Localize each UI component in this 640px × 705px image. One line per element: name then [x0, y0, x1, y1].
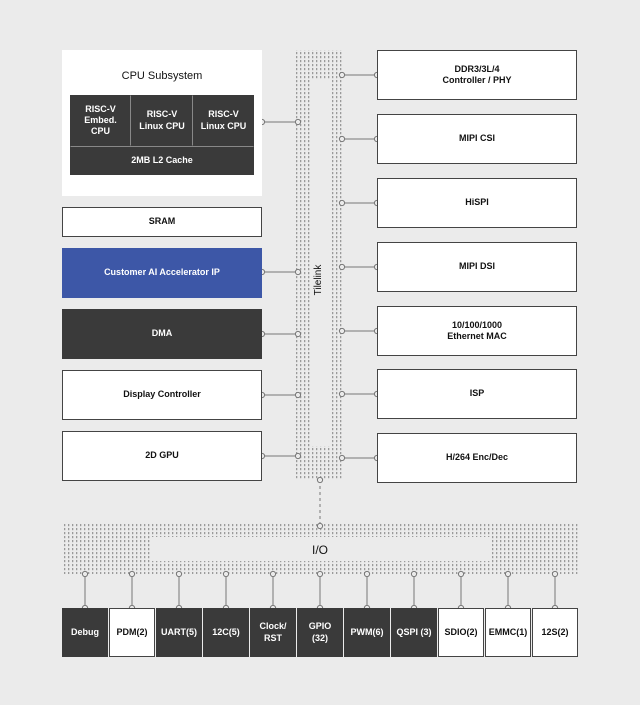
- tilelink-bus: [296, 50, 344, 480]
- connector-dot: [294, 330, 302, 338]
- connector-dot: [222, 570, 230, 578]
- ai-accelerator-block: Customer AI Accelerator IP: [62, 248, 262, 298]
- connector-dot: [410, 570, 418, 578]
- connector-dot: [128, 570, 136, 578]
- periph-i2s: 12S(2): [532, 608, 578, 657]
- hispi-block: HiSPI: [377, 178, 577, 228]
- connector-dot: [294, 452, 302, 460]
- io-label: I/O: [311, 543, 328, 557]
- mipi-dsi-block: MIPI DSI: [377, 242, 577, 292]
- display-controller-block: Display Controller: [62, 370, 262, 420]
- connector-dot: [294, 391, 302, 399]
- h264-codec-block: H/264 Enc/Dec: [377, 433, 577, 483]
- ddr-controller-block: DDR3/3L/4 Controller / PHY: [377, 50, 577, 100]
- periph-debug: Debug: [62, 608, 108, 657]
- cpu-subsystem-title: CPU Subsystem: [121, 70, 203, 82]
- cpu-core-linux-1: RISC-V Linux CPU: [131, 95, 193, 146]
- connector-dot: [338, 263, 346, 271]
- 2d-gpu-block: 2D GPU: [62, 431, 262, 481]
- cpu-core-linux-2: RISC-V Linux CPU: [193, 95, 254, 146]
- connector-dot: [81, 570, 89, 578]
- periph-gpio: GPIO (32): [297, 608, 343, 657]
- connector-dot: [363, 570, 371, 578]
- periph-pwm: PWM(6): [344, 608, 390, 657]
- periph-clock-rst: Clock/ RST: [250, 608, 296, 657]
- connector-dot: [316, 570, 324, 578]
- periph-pdm: PDM(2): [109, 608, 155, 657]
- isp-block: ISP: [377, 369, 577, 419]
- connector-dot: [338, 199, 346, 207]
- l2-cache: 2MB L2 Cache: [70, 146, 254, 175]
- periph-uart: UART(5): [156, 608, 202, 657]
- periph-i2c: 12C(5): [203, 608, 249, 657]
- connector-dot: [338, 390, 346, 398]
- connector-dot: [338, 327, 346, 335]
- tilelink-label: Tilelink: [312, 264, 324, 296]
- sram-block: SRAM: [62, 207, 262, 237]
- periph-emmc: EMMC(1): [485, 608, 531, 657]
- ethernet-mac-block: 10/100/1000 Ethernet MAC: [377, 306, 577, 356]
- connector-dot: [338, 71, 346, 79]
- periph-sdio: SDIO(2): [438, 608, 484, 657]
- connector-dot: [551, 570, 559, 578]
- connector-dot: [294, 268, 302, 276]
- connector-dot: [504, 570, 512, 578]
- dma-block: DMA: [62, 309, 262, 359]
- connector-dot: [457, 570, 465, 578]
- connector-dot: [338, 135, 346, 143]
- connector-dot: [294, 118, 302, 126]
- connector-dot: [269, 570, 277, 578]
- connector-dot: [175, 570, 183, 578]
- connector-dot: [338, 454, 346, 462]
- periph-qspi: QSPI (3): [391, 608, 437, 657]
- mipi-csi-block: MIPI CSI: [377, 114, 577, 164]
- cpu-core-embedded: RISC-V Embed. CPU: [70, 95, 131, 146]
